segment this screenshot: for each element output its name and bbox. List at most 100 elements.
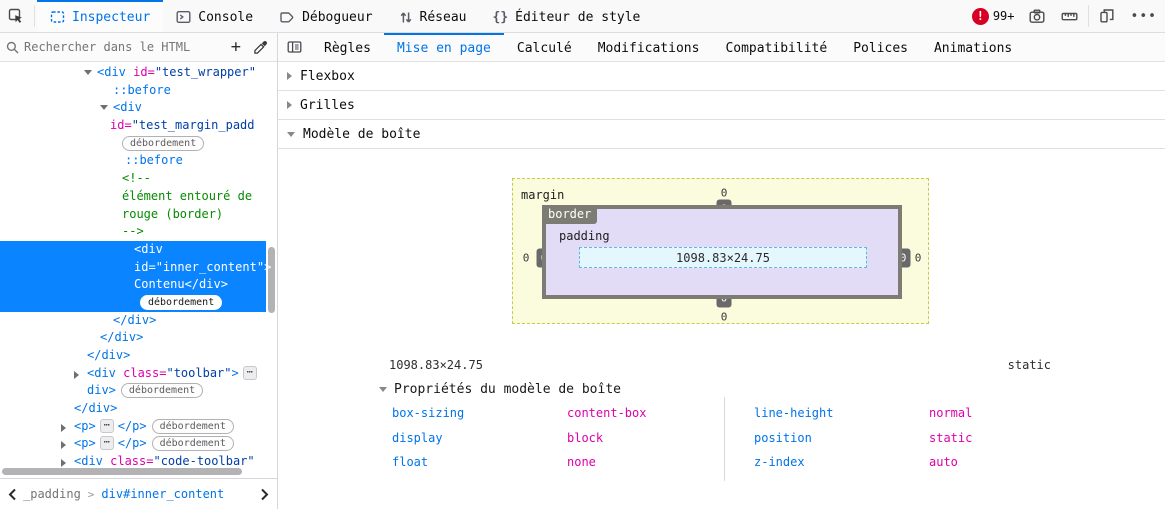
overflow-badge[interactable]: débordement bbox=[120, 383, 204, 399]
tree-node[interactable]: débordement bbox=[0, 135, 266, 153]
tree-node[interactable]: </div> bbox=[0, 347, 266, 365]
property-value[interactable]: content-box bbox=[567, 406, 647, 421]
tree-node[interactable]: élément entouré de bbox=[0, 188, 266, 206]
margin-right-value[interactable]: 0 bbox=[914, 251, 922, 265]
tab-label: Débogueur bbox=[302, 9, 373, 25]
box-model-margin-box[interactable]: margin 0 0 0 0 0 0 0 0 0 0 0 0 border pa… bbox=[512, 178, 929, 324]
property-value[interactable]: static bbox=[929, 430, 973, 445]
eyedropper-icon[interactable] bbox=[250, 40, 277, 55]
property-name[interactable]: box-sizing bbox=[392, 406, 465, 421]
search-input[interactable] bbox=[24, 40, 211, 54]
sidebar-tab-animations[interactable]: Animations bbox=[933, 40, 1013, 56]
overflow-badge[interactable]: débordement bbox=[151, 418, 234, 434]
tree-node[interactable]: --> bbox=[0, 223, 266, 241]
sidebar-tab-mise-en-page[interactable]: Mise en page bbox=[383, 33, 504, 61]
tree-node[interactable]: ::before bbox=[0, 82, 266, 100]
tree-node[interactable]: <div class="code-toolbar" bbox=[0, 453, 266, 471]
inline-ellipsis-icon[interactable]: ⋯ bbox=[242, 365, 257, 380]
responsive-mode-icon[interactable] bbox=[1091, 0, 1123, 32]
property-name[interactable]: float bbox=[392, 455, 429, 470]
breadcrumb-parent-node[interactable]: _padding bbox=[23, 487, 81, 501]
tab-label: Inspecteur bbox=[72, 9, 151, 25]
node-picker-icon[interactable] bbox=[0, 0, 32, 32]
property-name[interactable]: line-height bbox=[754, 406, 834, 421]
tab-r-seau[interactable]: Réseau bbox=[386, 0, 480, 32]
property-value[interactable]: none bbox=[567, 455, 596, 470]
property-value[interactable]: block bbox=[567, 430, 604, 445]
tree-node[interactable]: <!-- bbox=[0, 170, 266, 188]
error-count-badge[interactable]: ! 99+ bbox=[966, 0, 1021, 32]
style-editor-icon: {} bbox=[492, 9, 509, 25]
tab-inspecteur[interactable]: Inspecteur bbox=[37, 0, 164, 32]
expand-arrow-right-icon[interactable] bbox=[61, 423, 66, 432]
tree-node[interactable]: ::before bbox=[0, 152, 266, 170]
node-attr: id= bbox=[110, 118, 132, 133]
overflow-badge[interactable]: débordement bbox=[151, 436, 234, 452]
devtools-toolbar: Inspecteur Console Débogueur Réseau{}Éditeu… bbox=[0, 0, 1165, 33]
breadcrumb-current-node[interactable]: div#inner_content bbox=[101, 487, 225, 501]
sidebar-tab-compatibilit-[interactable]: Compatibilité bbox=[725, 40, 828, 56]
inline-ellipsis-icon[interactable]: ⋯ bbox=[99, 436, 114, 451]
breadcrumb-scroll-right-icon[interactable] bbox=[254, 488, 275, 501]
tree-node[interactable]: <div class="toolbar">⋯ bbox=[0, 365, 266, 383]
tab--diteur-de-style[interactable]: {}Éditeur de style bbox=[480, 0, 654, 32]
tree-horizontal-scrollbar[interactable] bbox=[2, 468, 242, 475]
tab-console[interactable]: Console bbox=[163, 0, 266, 32]
tree-node[interactable]: id="test_margin_padd bbox=[0, 117, 266, 135]
expand-arrow-right-icon[interactable] bbox=[61, 459, 66, 468]
expand-arrow-right-icon[interactable] bbox=[74, 370, 79, 379]
expand-arrow-right-icon[interactable] bbox=[61, 441, 66, 450]
tree-node[interactable]: <p>⋯</p>débordement bbox=[0, 435, 266, 453]
expand-arrow-down-icon[interactable] bbox=[84, 70, 92, 75]
expand-arrow-down-icon[interactable] bbox=[100, 105, 108, 111]
screenshot-icon[interactable] bbox=[1021, 0, 1053, 32]
tree-node[interactable]: <p>⋯</p>débordement bbox=[0, 418, 266, 436]
sidebar-tab-r-gles[interactable]: Règles bbox=[324, 40, 371, 56]
tree-node[interactable]: </div> bbox=[0, 312, 266, 330]
tab-d-bogueur[interactable]: Débogueur bbox=[266, 0, 385, 32]
sidebar-tab-calcul-[interactable]: Calculé bbox=[516, 40, 572, 56]
box-model-content-box[interactable]: 1098.83×24.75 bbox=[579, 247, 867, 268]
property-name[interactable]: z-index bbox=[754, 455, 805, 470]
add-node-icon[interactable]: + bbox=[230, 37, 241, 57]
property-value[interactable]: auto bbox=[929, 455, 958, 470]
section-label: Grilles bbox=[300, 97, 355, 113]
tree-node-selected[interactable]: Contenu</div> bbox=[0, 276, 266, 294]
tree-node[interactable]: <div id="test_wrapper" bbox=[0, 64, 266, 82]
search-box bbox=[0, 40, 217, 54]
tree-node[interactable]: div>débordement bbox=[0, 382, 266, 400]
breadcrumb-scroll-left-icon[interactable] bbox=[2, 488, 23, 501]
section-flexbox[interactable]: Flexbox bbox=[278, 62, 1165, 91]
tree-node[interactable]: </div> bbox=[0, 400, 266, 418]
property-name[interactable]: display bbox=[392, 430, 443, 445]
section-grilles[interactable]: Grilles bbox=[278, 91, 1165, 120]
devtools-menu-icon[interactable]: ••• bbox=[1130, 8, 1157, 24]
node-tag: <div bbox=[113, 100, 142, 115]
measuring-tool-icon[interactable] bbox=[1053, 0, 1086, 32]
tree-node-selected[interactable]: débordement bbox=[0, 293, 266, 312]
node-tag: > bbox=[231, 365, 239, 380]
tree-node[interactable]: rouge (border) bbox=[0, 206, 266, 224]
sidebar-tab-modifications[interactable]: Modifications bbox=[597, 40, 700, 56]
margin-top-value[interactable]: 0 bbox=[720, 186, 728, 200]
tree-vertical-scrollbar[interactable] bbox=[268, 247, 275, 313]
node-tag: </p> bbox=[117, 418, 147, 433]
box-model-border-box[interactable]: border padding 1098.83×24.75 bbox=[542, 205, 902, 299]
node-comment: rouge (border) bbox=[122, 206, 224, 221]
margin-left-value[interactable]: 0 bbox=[522, 251, 530, 265]
box-model-properties-header[interactable]: Propriétés du modèle de boîte bbox=[379, 382, 621, 397]
margin-bottom-value[interactable]: 0 bbox=[720, 310, 728, 324]
section-mod-le-de-bo-te[interactable]: Modèle de boîte bbox=[278, 120, 1165, 149]
inline-ellipsis-icon[interactable]: ⋯ bbox=[99, 418, 114, 433]
overflow-badge[interactable]: débordement bbox=[140, 294, 223, 310]
node-val: "inner_content" bbox=[155, 259, 265, 274]
tree-node[interactable]: </div> bbox=[0, 329, 266, 347]
property-value[interactable]: normal bbox=[929, 406, 973, 421]
sidebar-tab-polices[interactable]: Polices bbox=[853, 40, 908, 56]
tree-node-selected[interactable]: <div bbox=[0, 240, 266, 259]
overflow-badge[interactable]: débordement bbox=[122, 135, 205, 151]
tree-node[interactable]: <div bbox=[0, 99, 266, 117]
tree-node-selected[interactable]: id="inner_content"> bbox=[0, 258, 271, 277]
sidebar-toggle-icon[interactable] bbox=[278, 33, 311, 61]
property-name[interactable]: position bbox=[754, 430, 812, 445]
